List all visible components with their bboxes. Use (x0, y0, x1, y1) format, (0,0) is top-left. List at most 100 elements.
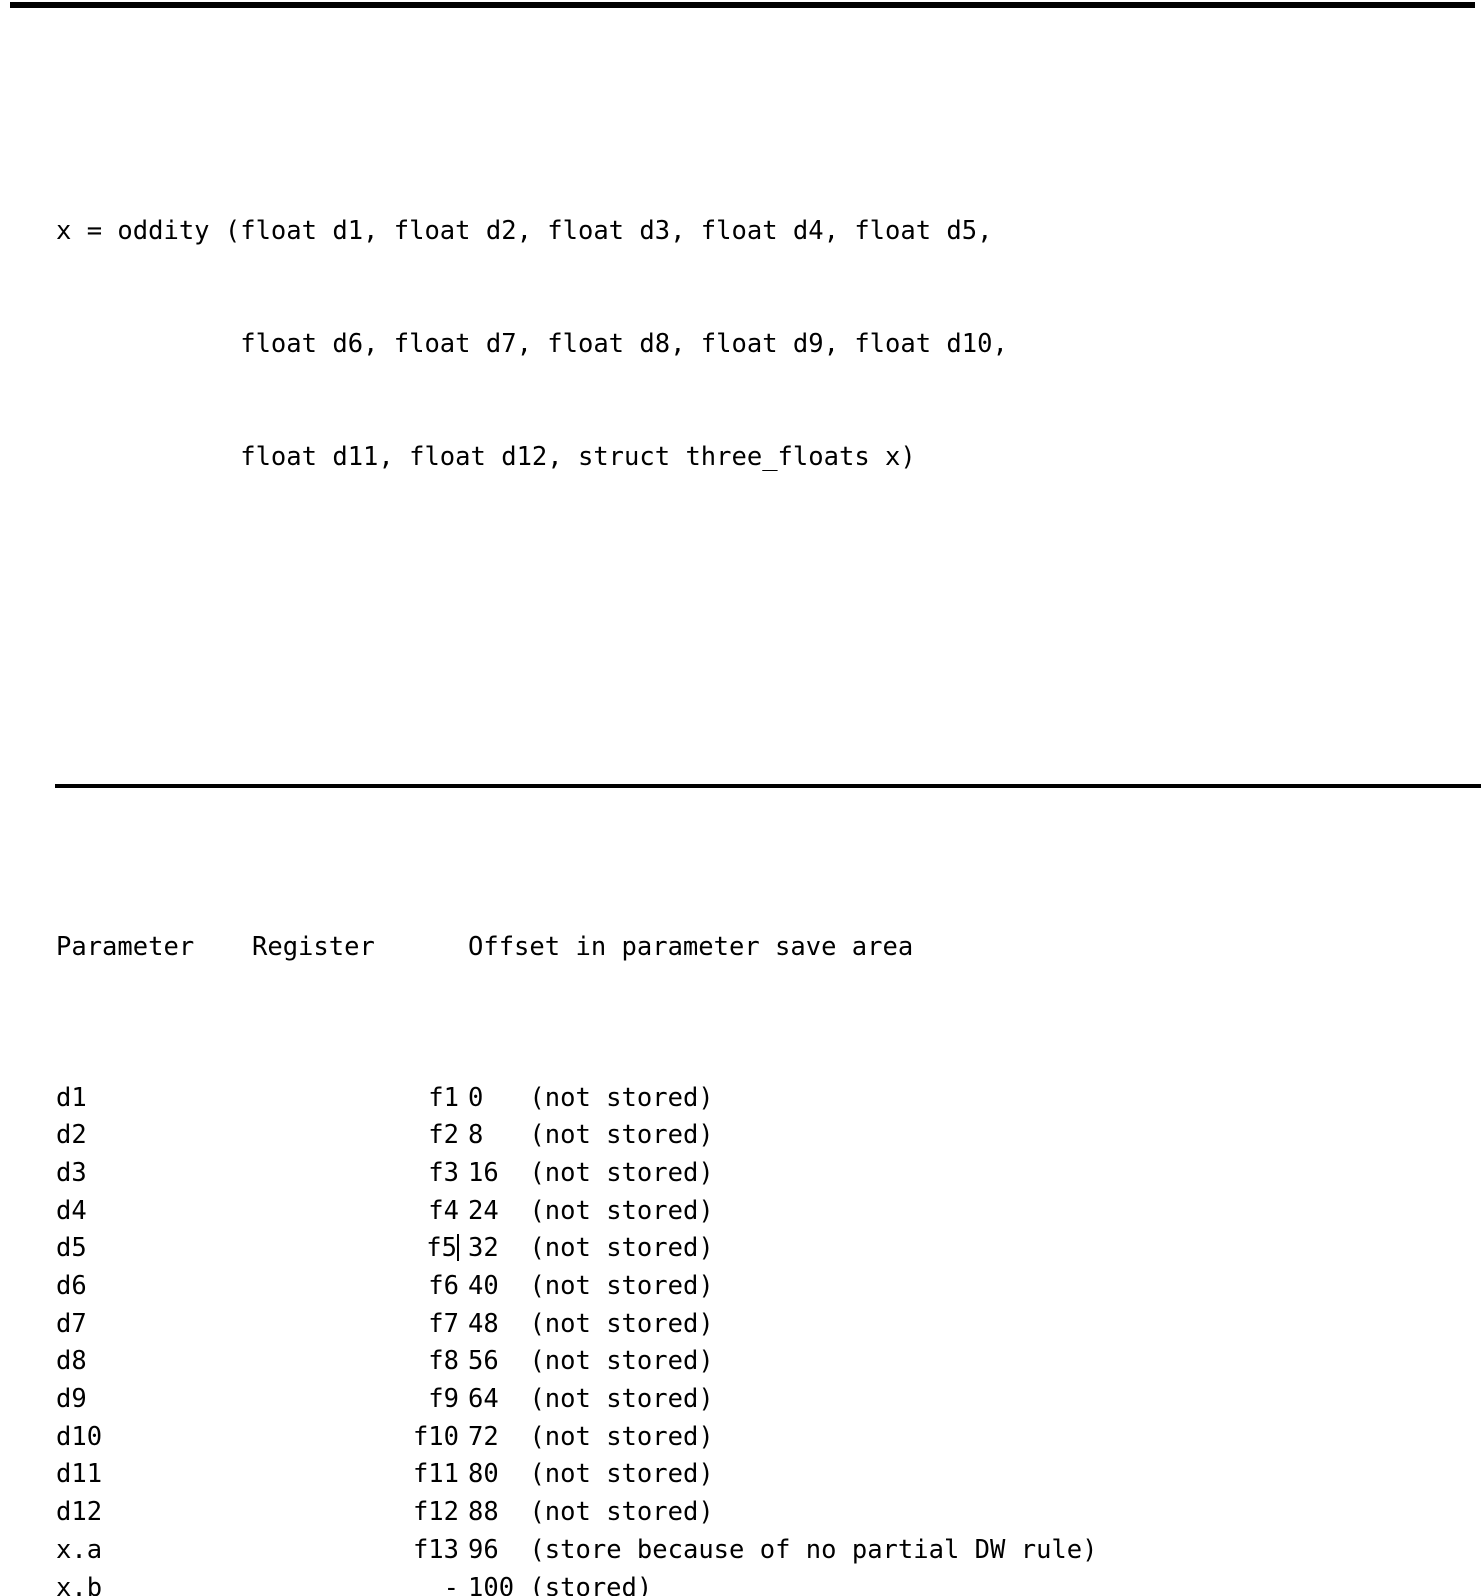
cell-note: (stored) (529, 1572, 653, 1596)
cell-offset: 24 (not stored) (468, 1193, 714, 1231)
bottom-rule (55, 784, 1481, 788)
offset-note-gap (483, 1083, 529, 1113)
signature-line-2: float d6, float d7, float d8, float d9, … (56, 328, 1008, 359)
cell-register: f9 (242, 1381, 459, 1419)
register-value: f8 (428, 1346, 459, 1377)
cell-parameter: d2 (56, 1120, 87, 1151)
cell-parameter: x.a (56, 1534, 103, 1565)
offset-note-gap (499, 1233, 530, 1263)
cell-parameter: d5 (56, 1233, 87, 1264)
register-value: f3 (428, 1157, 459, 1188)
register-value: - (443, 1572, 459, 1596)
offset-value: 24 (468, 1195, 499, 1226)
offset-note-gap (514, 1573, 529, 1596)
register-value: f6 (428, 1271, 459, 1302)
offset-value: 80 (468, 1459, 499, 1490)
cell-offset: 32 (not stored) (468, 1230, 714, 1268)
cell-register: f3 (242, 1155, 459, 1193)
register-value: f11 (412, 1459, 459, 1490)
cell-parameter: d12 (56, 1497, 103, 1528)
cell-note: (not stored) (529, 1157, 714, 1188)
cell-offset: 80 (not stored) (468, 1456, 714, 1494)
cell-parameter: d3 (56, 1157, 87, 1188)
cell-parameter: d11 (56, 1459, 103, 1490)
register-value: f10 (412, 1421, 459, 1452)
top-rule (10, 2, 1475, 8)
header-offset: Offset in parameter save area (468, 931, 914, 962)
cell-register: f7 (242, 1306, 459, 1344)
table-header-row: Parameter Register Offset in parameter s… (56, 929, 1456, 967)
cell-register: f8 (242, 1343, 459, 1381)
cell-register: f10 (242, 1419, 459, 1457)
offset-note-gap (499, 1346, 530, 1376)
register-value: f5 (426, 1233, 457, 1264)
cell-note: (not stored) (529, 1459, 714, 1490)
cell-note: (not stored) (529, 1308, 714, 1339)
table-row: d11 f11 80 (not stored) (56, 1456, 1456, 1494)
register-value: f2 (428, 1120, 459, 1151)
offset-value: 0 (468, 1082, 484, 1113)
cell-offset: 72 (not stored) (468, 1419, 714, 1457)
function-signature: x = oddity (float d1, float d2, float d3… (56, 137, 1456, 552)
cell-parameter: d4 (56, 1195, 87, 1226)
cell-offset: 56 (not stored) (468, 1343, 714, 1381)
table-row: d2 f2 8 (not stored) (56, 1117, 1456, 1155)
offset-note-gap (499, 1422, 530, 1452)
cell-offset: 40 (not stored) (468, 1268, 714, 1306)
table-row: d8 f8 56 (not stored) (56, 1343, 1456, 1381)
offset-note-gap (499, 1535, 530, 1565)
offset-value: 56 (468, 1346, 499, 1377)
cell-offset: 16 (not stored) (468, 1155, 714, 1193)
offset-value: 96 (468, 1534, 499, 1565)
cell-register: f13 (242, 1532, 459, 1570)
offset-note-gap (499, 1459, 530, 1489)
header-parameter: Parameter (56, 931, 195, 962)
cell-note: (store because of no partial DW rule) (529, 1534, 1098, 1565)
cell-register: - (242, 1570, 459, 1596)
offset-note-gap (499, 1309, 530, 1339)
register-value: f9 (428, 1384, 459, 1415)
register-value: f12 (412, 1497, 459, 1528)
cell-offset: 96 (store because of no partial DW rule) (468, 1532, 1097, 1570)
cell-register: f1 (242, 1080, 459, 1118)
cell-parameter: d8 (56, 1346, 87, 1377)
cell-note: (not stored) (529, 1120, 714, 1151)
cell-register: f5 (242, 1230, 459, 1268)
cell-offset: 64 (not stored) (468, 1381, 714, 1419)
cell-parameter: x.b (56, 1572, 103, 1596)
cell-register: f12 (242, 1494, 459, 1532)
offset-note-gap (499, 1196, 530, 1226)
text-cursor-caret (457, 1234, 459, 1262)
parameter-save-area-table: Parameter Register Offset in parameter s… (56, 816, 1456, 1596)
offset-value: 88 (468, 1497, 499, 1528)
cell-register: f6 (242, 1268, 459, 1306)
cell-register: f2 (242, 1117, 459, 1155)
cell-note: (not stored) (529, 1346, 714, 1377)
offset-value: 8 (468, 1120, 484, 1151)
cell-offset: 48 (not stored) (468, 1306, 714, 1344)
cell-note: (not stored) (529, 1384, 714, 1415)
offset-value: 72 (468, 1421, 499, 1452)
signature-line-3: float d11, float d12, struct three_float… (56, 441, 916, 472)
cell-offset: 88 (not stored) (468, 1494, 714, 1532)
table-row: d12 f12 88 (not stored) (56, 1494, 1456, 1532)
cell-note: (not stored) (529, 1082, 714, 1113)
cell-note: (not stored) (529, 1497, 714, 1528)
offset-value: 100 (468, 1572, 515, 1596)
cell-note: (not stored) (529, 1195, 714, 1226)
cell-register: f11 (242, 1456, 459, 1494)
cell-parameter: d10 (56, 1421, 103, 1452)
cell-note: (not stored) (529, 1233, 714, 1264)
offset-note-gap (483, 1120, 529, 1150)
offset-value: 64 (468, 1384, 499, 1415)
cell-parameter: d7 (56, 1308, 87, 1339)
offset-note-gap (499, 1384, 530, 1414)
cell-offset: 100 (stored) (468, 1570, 652, 1596)
offset-value: 32 (468, 1233, 499, 1264)
cell-note: (not stored) (529, 1421, 714, 1452)
register-value: f4 (428, 1195, 459, 1226)
